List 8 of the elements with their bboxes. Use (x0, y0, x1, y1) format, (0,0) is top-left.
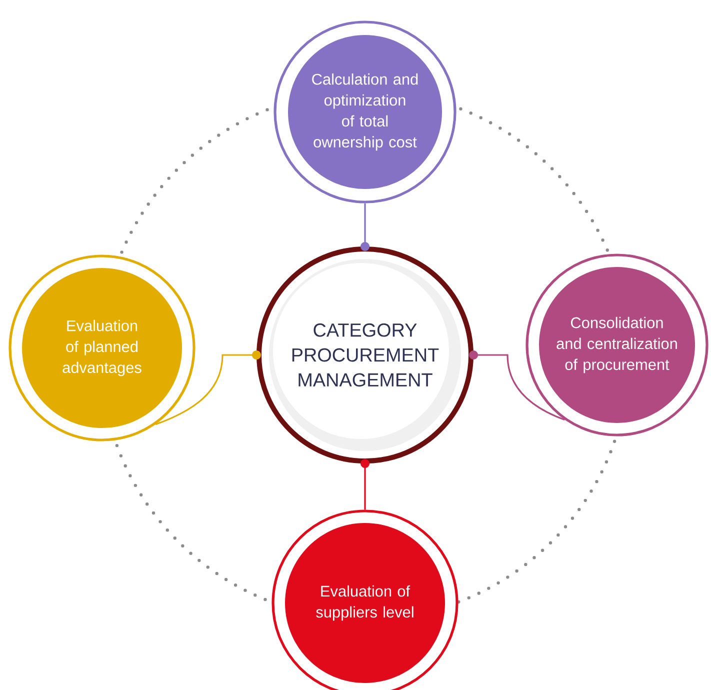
connector (360, 203, 370, 251)
node-label: Calculation and optimization of total ownership cost (312, 73, 418, 151)
connector (155, 350, 261, 426)
node-label: Consolidation and centralization of procurement (556, 316, 677, 374)
node-label: Evaluation of planned advantages (62, 320, 142, 376)
node-label: Evaluation of suppliers level (316, 585, 414, 621)
connector (469, 350, 565, 421)
connector (360, 459, 370, 510)
